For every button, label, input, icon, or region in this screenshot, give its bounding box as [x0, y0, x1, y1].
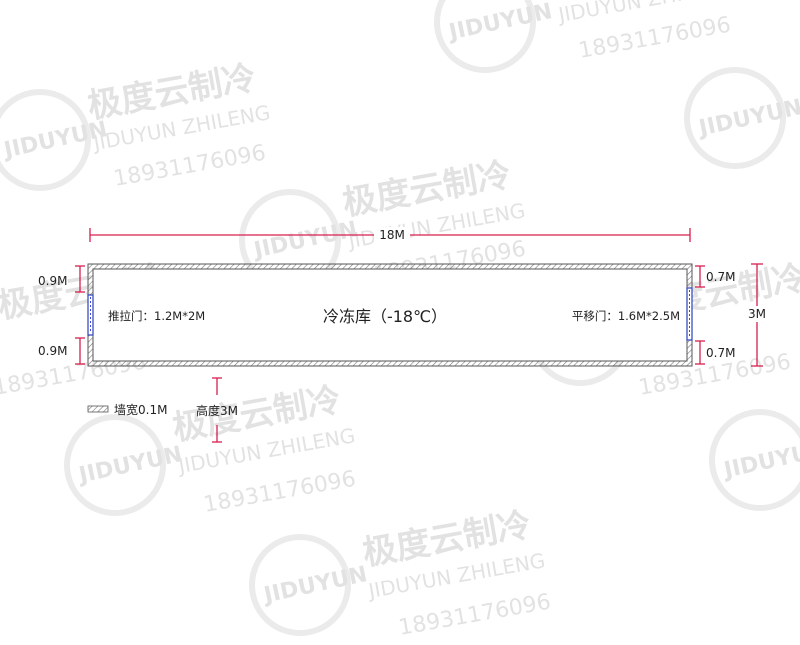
height-marker: 高度3M: [196, 377, 238, 443]
left-offset-bottom-label: 0.9M: [38, 344, 67, 358]
right-offset-bottom-label: 0.7M: [706, 346, 735, 360]
height-label: 高度3M: [196, 403, 238, 418]
watermark-logo-6: JIDUYUN: [64, 414, 185, 516]
left-door-label: 推拉门：1.2M*2M: [108, 309, 205, 323]
wall-legend: 墙宽0.1M: [87, 402, 167, 417]
wall-legend-swatch: [87, 405, 109, 413]
watermark-logo-text: JIDUYUN: [445, 0, 555, 46]
watermark-logo-7: JIDUYUN: [709, 409, 800, 511]
watermark-logo-1: JIDUYUN: [434, 0, 555, 73]
cold-room: 冷冻库（-18℃） 推拉门：1.2M*2M 平移门：1.6M*2.5M: [87, 263, 693, 367]
left-offset-top-label: 0.9M: [38, 274, 67, 288]
watermark-logo-8: JIDUYUN: [249, 534, 370, 636]
watermark-phone: 18931176096: [397, 590, 553, 641]
room-label: 冷冻库（-18℃）: [323, 307, 447, 326]
length-label: 18M: [379, 228, 405, 242]
length-label-bg: [374, 227, 410, 243]
watermark-phone: 18931176096: [202, 467, 358, 518]
right-offset-dimensions: 0.7M 0.7M 3M: [695, 263, 770, 367]
watermark-logo-3: JIDUYUN: [684, 67, 800, 169]
length-dimension: 18M: [89, 227, 691, 243]
watermark-phone: 18931176096: [577, 13, 733, 64]
watermark-logo-text: JIDUYUN: [260, 562, 370, 609]
watermark-logo-text: JIDUYUN: [720, 437, 800, 484]
watermark-logo-text: JIDUYUN: [695, 95, 800, 142]
right-door-label: 平移门：1.6M*2.5M: [572, 309, 680, 323]
wall-legend-label: 墙宽0.1M: [114, 402, 167, 417]
cold-room-interior: [92, 268, 688, 362]
watermark-phone: 18931176096: [112, 141, 268, 192]
left-offset-dimensions: 0.9M 0.9M: [38, 265, 85, 365]
watermark-logo-text: JIDUYUN: [250, 217, 360, 264]
watermark-logo-text: JIDUYUN: [75, 442, 185, 489]
depth-label: 3M: [748, 307, 766, 321]
right-offset-top-label: 0.7M: [706, 270, 735, 284]
